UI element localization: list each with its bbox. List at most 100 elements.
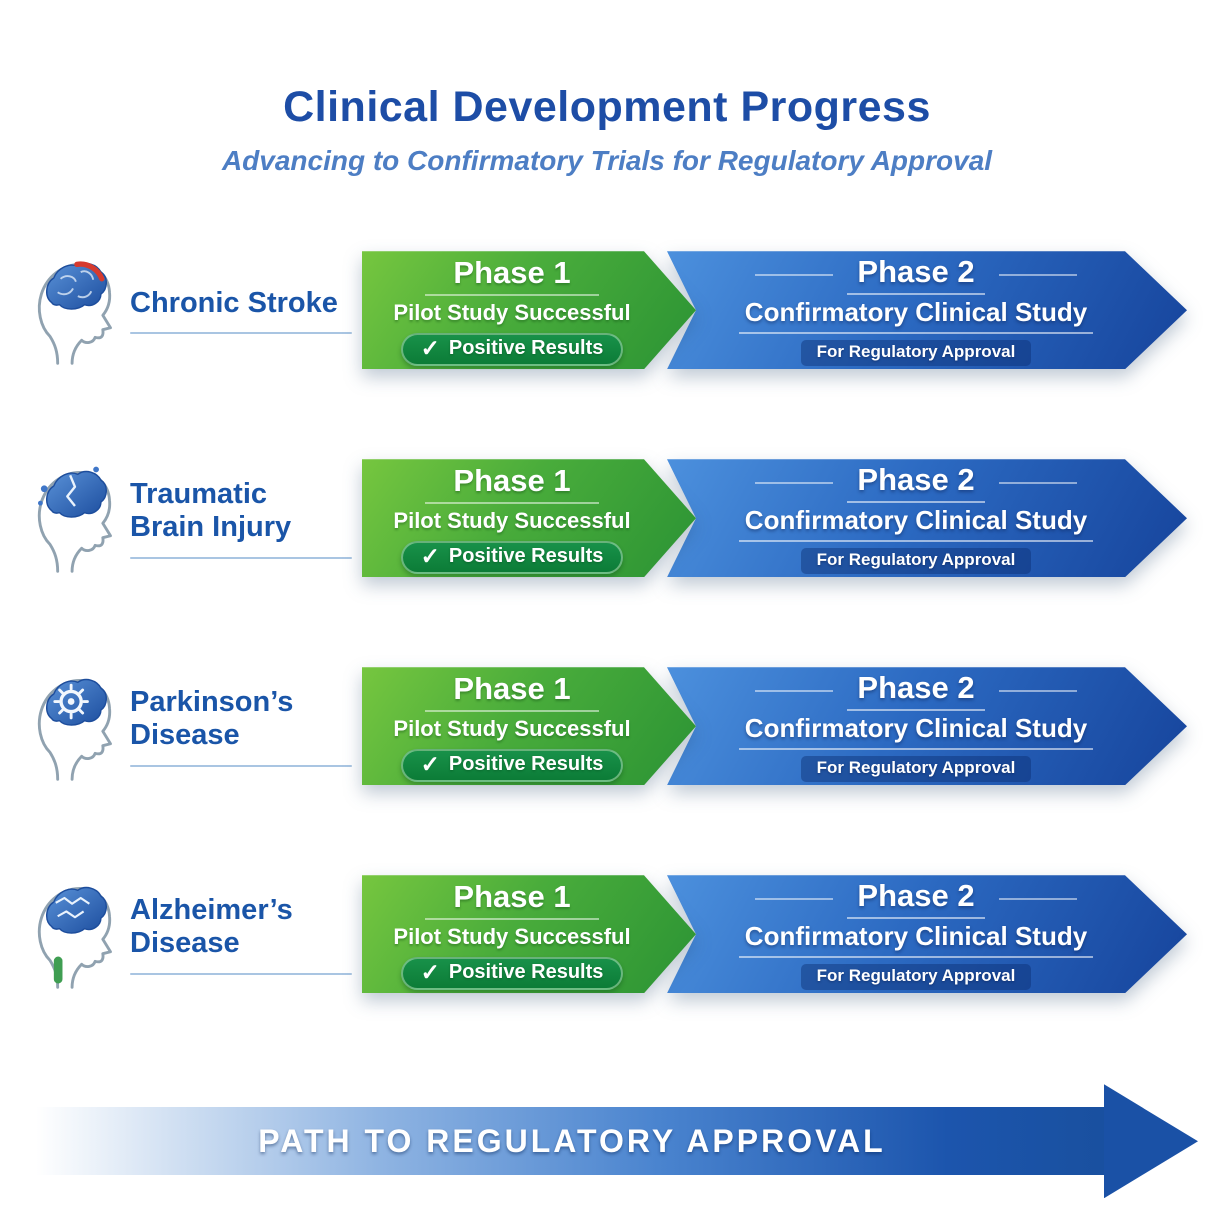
condition-label-line: Disease [130,927,240,960]
label-underline [130,764,352,767]
badge-label: Positive Results [448,752,604,775]
phase2-arrow-wrap: Phase 2 Confirmatory Clinical Study For … [667,667,1187,786]
phase2-note: For Regulatory Approval [800,548,1032,575]
phase1-result: Pilot Study Successful [393,299,631,325]
label-alzheimers-disease: Alzheimer’s Disease [130,894,362,975]
label-underline [130,331,352,334]
phase2-arrow-wrap: Phase 2 Confirmatory Clinical Study For … [667,875,1187,994]
row-chronic-stroke: Chronic Stroke Phase 1 Pilot Study Succe… [0,249,1214,371]
phase2-arrow: Phase 2 Confirmatory Clinical Study For … [667,875,1187,994]
phase1-result: Pilot Study Successful [393,507,631,533]
phase2-title-row: Phase 2 [755,254,1077,296]
phase1-result: Pilot Study Successful [393,715,631,741]
condition-label-line: Traumatic [130,477,267,510]
row-traumatic-brain-injury: Traumatic Brain Injury Phase 1 Pilot Stu… [0,457,1214,579]
decorative-line [755,897,834,900]
label-underline [130,556,352,559]
phase2-title: Phase 2 [847,462,985,504]
condition-label-line: Alzheimer’s [130,893,293,926]
label-parkinsons-disease: Parkinson’s Disease [130,686,362,767]
checkmark-icon: ✓ [420,542,440,569]
phase1-title: Phase 1 [425,463,599,504]
checkmark-icon: ✓ [420,750,440,777]
phase2-note: For Regulatory Approval [800,756,1032,783]
phase2-title-row: Phase 2 [755,878,1077,920]
head-brain-injury-icon [37,466,112,574]
condition-label-line: Parkinson’s [130,685,294,718]
phase1-title: Phase 1 [425,255,599,296]
phase1-title: Phase 1 [425,671,599,712]
phase1-title: Phase 1 [425,879,599,920]
phase2-arrow: Phase 2 Confirmatory Clinical Study For … [667,667,1187,786]
tbi-head-icon [26,457,122,579]
phase2-arrow-wrap: Phase 2 Confirmatory Clinical Study For … [667,459,1187,578]
phase1-result: Pilot Study Successful [393,923,631,949]
injury-droplet [40,485,48,493]
phase1-arrow: Phase 1 Pilot Study Successful ✓ Positiv… [362,667,696,786]
phase2-title-row: Phase 2 [755,462,1077,504]
phase1-arrow: Phase 1 Pilot Study Successful ✓ Positiv… [362,251,696,370]
phase2-title: Phase 2 [847,254,985,296]
positive-results-badge: ✓ Positive Results [400,956,624,990]
phase1-arrow-wrap: Phase 1 Pilot Study Successful ✓ Positiv… [362,875,696,994]
parkinsons-head-icon [26,665,122,787]
badge-label: Positive Results [448,960,604,983]
positive-results-badge: ✓ Positive Results [400,332,624,366]
decorative-line [998,897,1077,900]
phase2-arrow: Phase 2 Confirmatory Clinical Study For … [667,251,1187,370]
injury-crack-accent [66,475,77,508]
head-brain-stroke-icon [37,261,112,366]
decorative-line [998,481,1077,484]
phase1-arrow: Phase 1 Pilot Study Successful ✓ Positiv… [362,459,696,578]
head-brain-tangles-icon [37,887,112,990]
page-subtitle: Advancing to Confirmatory Trials for Reg… [221,145,993,177]
row-parkinsons-disease: Parkinson’s Disease Phase 1 Pilot Study … [0,665,1214,787]
phase2-title: Phase 2 [847,878,985,920]
gear-accent [53,684,89,720]
phase2-study: Confirmatory Clinical Study [738,713,1094,751]
phase2-study: Confirmatory Clinical Study [738,297,1094,335]
path-to-approval-arrow: PATH TO REGULATORY APPROVAL [0,1081,1214,1201]
condition-label-line: Disease [130,719,240,752]
phase2-study: Confirmatory Clinical Study [738,505,1094,543]
phase2-study: Confirmatory Clinical Study [738,921,1094,959]
phase2-title: Phase 2 [847,670,985,712]
phase2-note: For Regulatory Approval [800,964,1032,991]
tangle-lines-accent [55,897,90,919]
stroke-lesion-accent [74,261,105,282]
decorative-line [998,689,1077,692]
header: Clinical Development Progress Advancing … [0,0,1214,177]
condition-label-line: Brain Injury [130,511,292,544]
chronic-stroke-head-icon [26,249,122,371]
injury-droplet [38,501,43,506]
condition-rows: Chronic Stroke Phase 1 Pilot Study Succe… [0,249,1214,995]
badge-label: Positive Results [448,336,604,359]
phase1-arrow: Phase 1 Pilot Study Successful ✓ Positiv… [362,875,696,994]
badge-label: Positive Results [448,544,604,567]
phase2-arrow: Phase 2 Confirmatory Clinical Study For … [667,459,1187,578]
checkmark-icon: ✓ [420,334,440,361]
footer-label: PATH TO REGULATORY APPROVAL [258,1122,886,1159]
checkmark-icon: ✓ [420,958,440,985]
label-underline [130,972,352,975]
decorative-line [755,481,834,484]
label-chronic-stroke: Chronic Stroke [130,287,362,334]
injury-droplet [93,466,99,473]
phase2-note: For Regulatory Approval [800,340,1032,367]
phase2-title-row: Phase 2 [755,670,1077,712]
phase1-arrow-wrap: Phase 1 Pilot Study Successful ✓ Positiv… [362,251,696,370]
page-title: Clinical Development Progress [283,83,931,131]
decorative-line [755,689,834,692]
label-traumatic-brain-injury: Traumatic Brain Injury [130,478,362,559]
green-rod-accent [53,956,63,984]
footer-arrowhead-icon [1104,1084,1198,1199]
row-alzheimers-disease: Alzheimer’s Disease Phase 1 Pilot Study … [0,873,1214,995]
decorative-line [998,273,1077,276]
phase2-arrow-wrap: Phase 2 Confirmatory Clinical Study For … [667,251,1187,370]
alzheimers-head-icon [26,873,122,995]
footer-arrow-bar: PATH TO REGULATORY APPROVAL [36,1107,1108,1176]
head-brain-gear-icon [37,679,112,782]
phase1-arrow-wrap: Phase 1 Pilot Study Successful ✓ Positiv… [362,459,696,578]
positive-results-badge: ✓ Positive Results [400,748,624,782]
